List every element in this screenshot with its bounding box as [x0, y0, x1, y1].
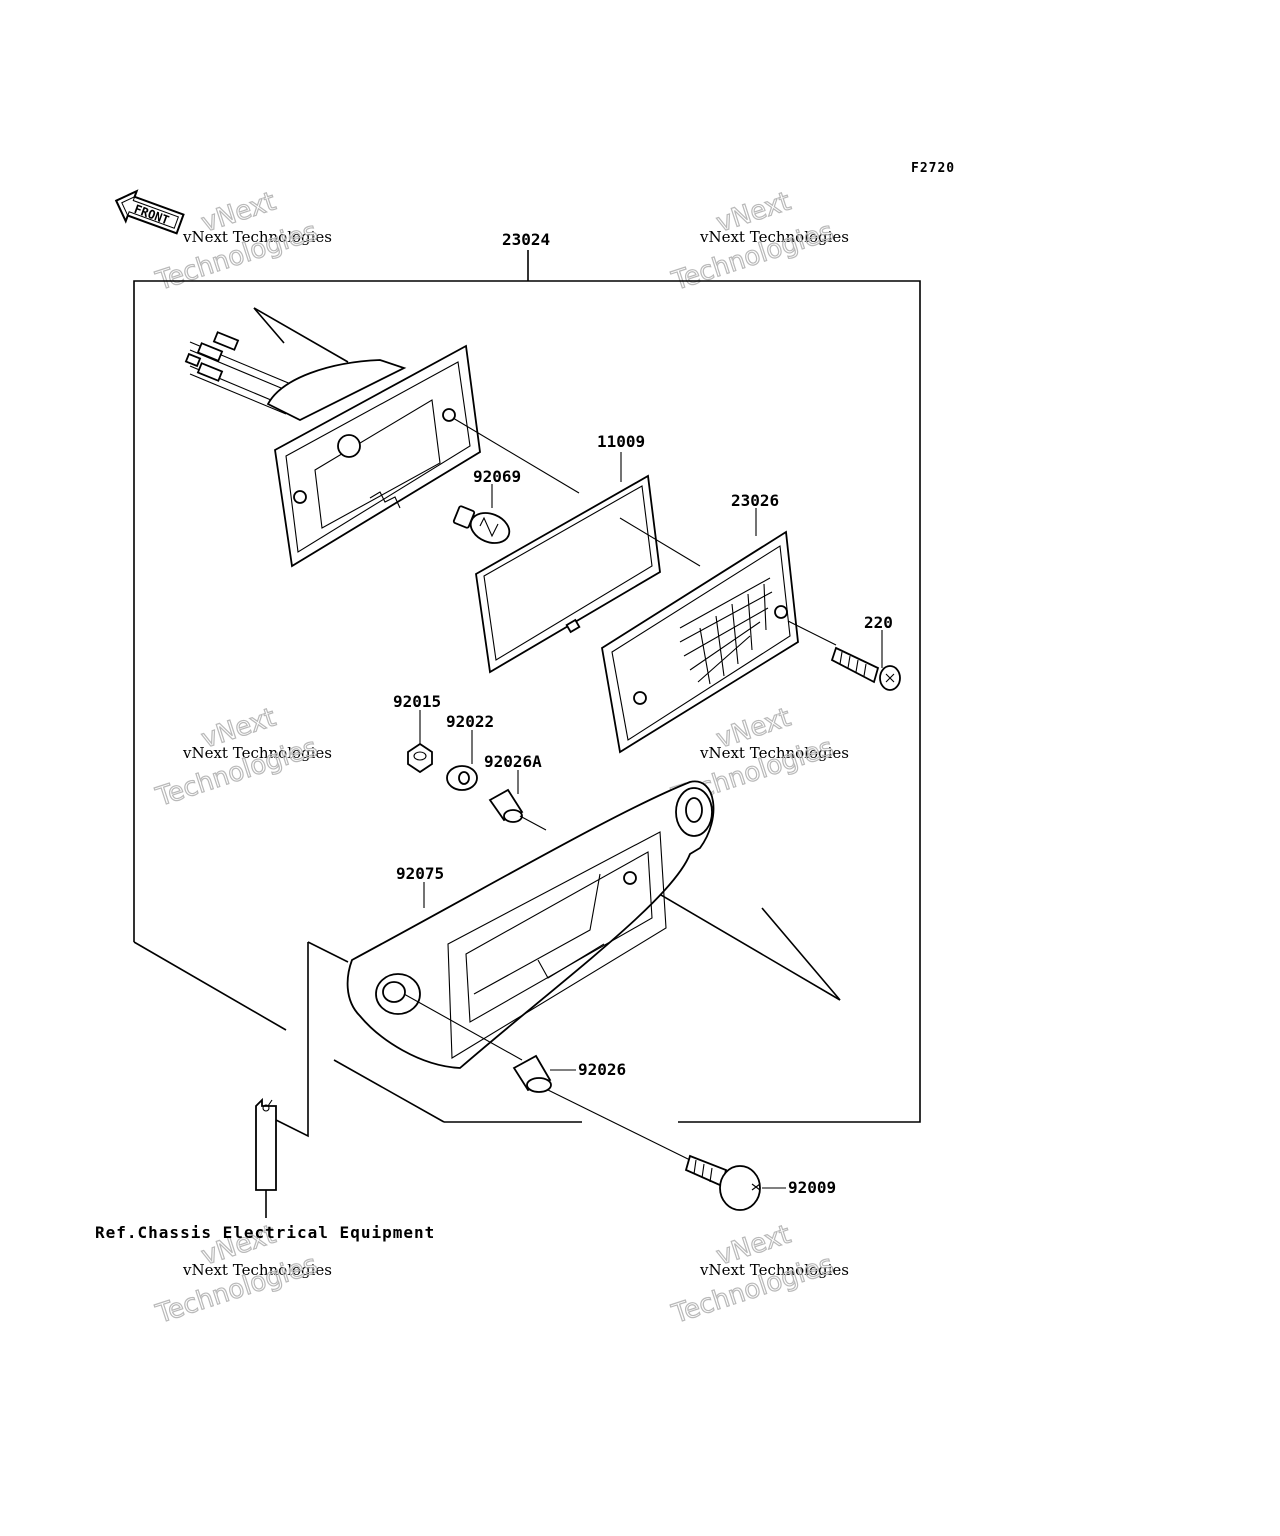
svg-text:vNext Technologies: vNext Technologies [699, 1261, 849, 1279]
collar-part [403, 993, 552, 1093]
reference-connector [255, 941, 349, 1218]
lamp-housing [184, 331, 481, 568]
reference-note: Ref.Chassis Electrical Equipment [95, 1223, 435, 1242]
label-bulb: 92069 [473, 467, 521, 486]
bolt-part [547, 1089, 761, 1211]
label-collar: 92026 [578, 1060, 626, 1079]
label-gasket: 11009 [597, 432, 645, 451]
collar-small-part [488, 788, 524, 823]
svg-text:vNext Technologies: vNext Technologies [699, 744, 849, 762]
label-lens: 23026 [731, 491, 779, 510]
label-assembly: 23024 [502, 230, 550, 249]
label-bolt: 92009 [788, 1178, 836, 1197]
svg-text:vNext Technologies: vNext Technologies [699, 228, 849, 246]
label-screw: 220 [864, 613, 893, 632]
gasket-part [475, 474, 661, 674]
svg-text:vNext Technologies: vNext Technologies [182, 1261, 332, 1279]
bulb-part [452, 505, 511, 544]
bracket-part [346, 780, 715, 1069]
svg-text:vNext Technologies: vNext Technologies [182, 744, 332, 762]
washer-part [446, 765, 478, 791]
front-arrow-icon: FRONT [114, 189, 185, 235]
watermark-mid-left: vNext vNext Technologies Technologies [151, 702, 332, 814]
assembly-frame [133, 250, 921, 1123]
label-bracket: 92075 [396, 864, 444, 883]
lens-grid-pattern [679, 577, 773, 685]
figure-id: F2720 [911, 161, 955, 176]
label-washer: 92022 [446, 712, 494, 731]
label-collar-small: 92026A [484, 752, 542, 771]
nut-part [407, 742, 433, 774]
lens-part [601, 530, 799, 754]
svg-text:vNext Technologies: vNext Technologies [182, 228, 332, 246]
watermark-bottom-right: vNext vNext Technologies Technologies [667, 1219, 849, 1331]
screw-part [787, 620, 901, 691]
label-nut: 92015 [393, 692, 441, 711]
